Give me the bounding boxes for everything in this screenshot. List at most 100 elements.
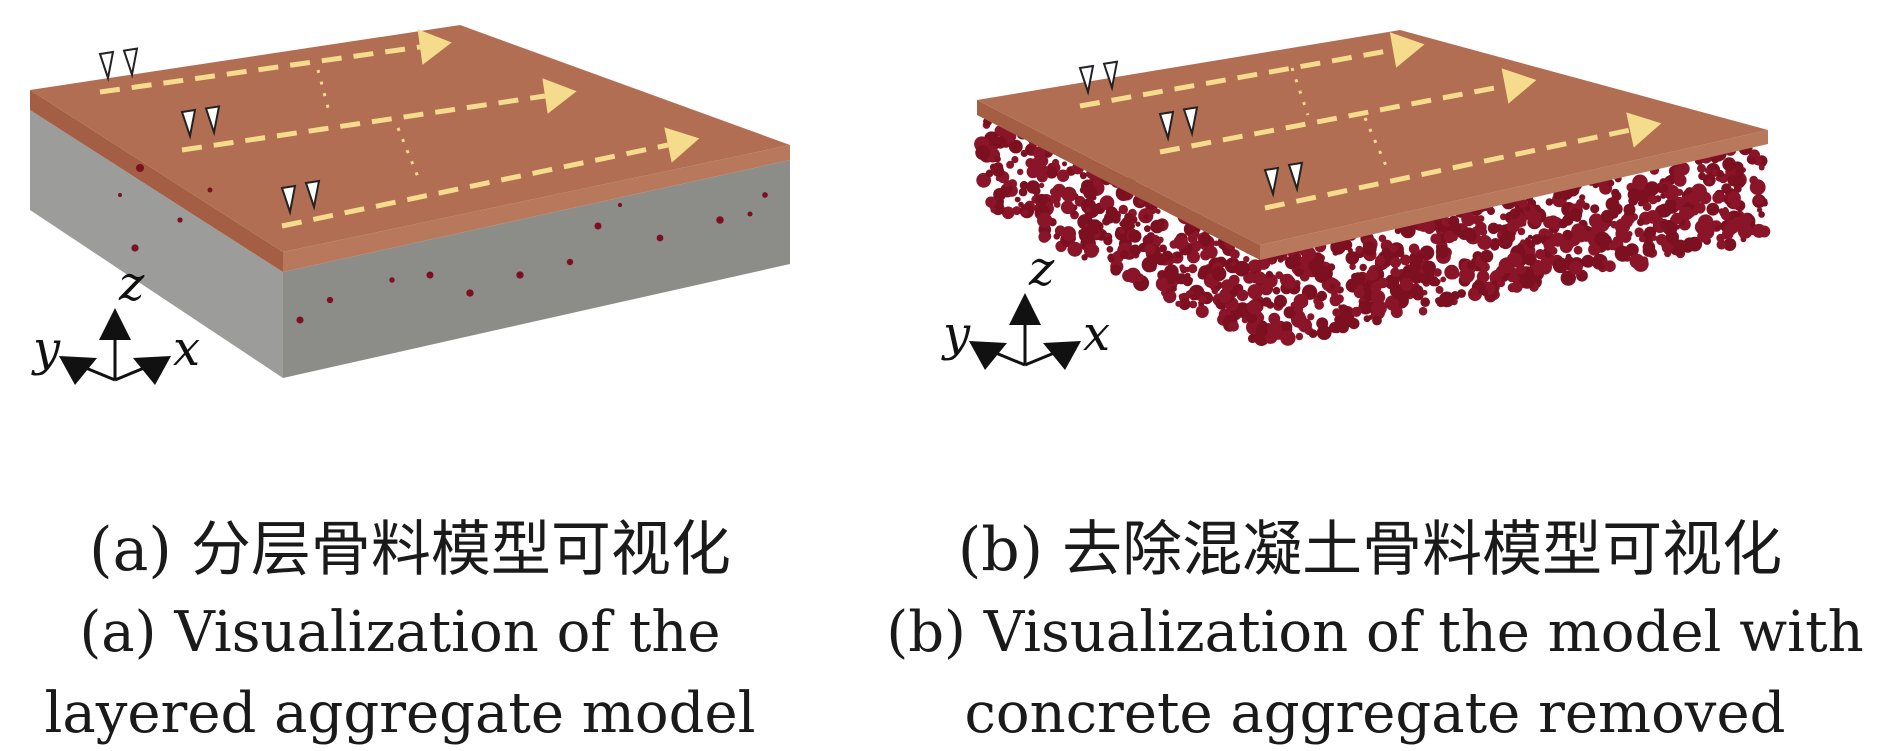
aggregate-particle [1237,291,1248,301]
aggregate-particle [1353,287,1365,299]
aggregate-particle [1704,167,1712,174]
aggregate-particle [1553,190,1563,200]
z-axis-label: z [118,256,145,312]
aggregate-particle [1430,233,1441,245]
aggregate-particle [1476,270,1490,283]
aggregate-particle [1390,257,1402,268]
aggregate-particle [1110,264,1122,276]
aggregate-particle [1543,217,1553,227]
aggregate-speck [117,192,123,198]
aggregate-particle [1675,239,1687,251]
aggregate-particle [1228,274,1240,286]
aggregate-particle [1537,260,1552,275]
aggregate-particle [1646,215,1653,222]
aggregate-particle [1634,227,1644,237]
aggregate-speck [326,296,334,304]
aggregate-particle [1711,169,1718,176]
aggregate-particle [1697,229,1710,243]
tire-mark-icon [1263,166,1280,198]
aggregate-particle [1477,235,1493,250]
aggregate-particle [1560,236,1575,251]
aggregate-particle [1710,154,1720,164]
aggregate-particle [1266,301,1274,309]
aggregate-particle [1122,269,1135,282]
aggregate-speck [516,271,524,279]
aggregate-particle-cloud [974,115,1771,346]
aggregate-particle [1758,211,1765,218]
aggregate-speck [466,289,474,297]
aggregate-particle [1408,243,1420,255]
aggregate-speck [389,277,395,283]
vehicle-path-arrows [1078,32,1662,211]
aggregate-particle [1467,261,1475,270]
aggregate-particle [1758,164,1765,171]
aggregate-particle [1118,204,1128,215]
aggregate-particle [1520,239,1526,245]
aggregate-particle [1247,284,1263,300]
aggregate-particle [1694,202,1706,214]
aggregate-particle [1735,167,1744,177]
aggregate-particle [1242,269,1248,276]
aggregate-particle [1316,317,1329,330]
aggregate-particle [1390,306,1403,319]
aggregate-particle [1440,276,1447,283]
aggregate-particle [1457,289,1466,298]
aggregate-particle [1696,222,1704,231]
caption-en-b-line2: concrete aggregate removed [964,681,1786,746]
asphalt-right-edge [283,145,790,272]
aggregate-particle [1307,313,1315,321]
path-arrowhead [1626,112,1662,148]
path-dashed-line [181,93,546,153]
aggregate-particle [1345,251,1360,265]
aggregate-particle [1119,250,1129,259]
aggregate-particle [1638,235,1646,243]
aggregate-particle [1498,234,1513,250]
aggregate-particle [1611,188,1620,198]
aggregate-particle [1395,248,1405,258]
aggregate-particle [1418,306,1428,316]
aggregate-particle [992,165,1005,178]
aggregate-speck [617,202,623,208]
aggregate-particle [1159,277,1168,286]
aggregate-particle [1451,234,1458,242]
aggregate-speck [716,216,724,224]
aggregate-particle [1037,212,1053,228]
aggregate-particle [1438,291,1455,308]
aggregate-particle [1079,172,1087,180]
aggregate-particle [1193,231,1200,238]
aggregate-particle [1253,271,1266,284]
aggregate-particle [1402,264,1416,278]
aggregate-particle [1501,275,1508,282]
aggregate-particle [1755,183,1763,191]
aggregate-speck [747,211,753,217]
aggregate-particle [1535,249,1546,260]
aggregate-particle [1444,264,1460,280]
aggregate-particle [1211,287,1219,295]
concrete-left-face [30,110,283,378]
aggregate-particle [1106,246,1114,253]
tire-mark-icon [1102,60,1119,92]
aggregate-particle [1660,183,1669,193]
aggregate-particle [1627,188,1641,201]
aggregate-particle [1515,264,1526,275]
x-axis-arrowhead [1043,341,1081,370]
aggregate-particle [1045,166,1058,179]
aggregate-particle [1175,300,1182,307]
aggregate-particle [1294,304,1304,314]
aggregate-particle [1061,186,1077,203]
aggregate-particle [1188,264,1198,274]
aggregate-particle [1170,285,1177,292]
aggregate-particle [1697,163,1706,173]
aggregate-particle [1549,246,1558,255]
y-axis-label: y [941,306,971,362]
aggregate-particle [1314,300,1324,310]
aggregate-particle [1727,174,1740,187]
aggregate-particle [1341,239,1353,251]
aggregate-particle [1494,269,1503,278]
path-arrowhead [417,29,452,65]
aggregate-particle [1128,229,1142,243]
aggregate-particle [1552,257,1569,274]
caption-en-a-line1: (a) Visualization of the [79,600,721,665]
aggregate-particle [1062,161,1067,167]
